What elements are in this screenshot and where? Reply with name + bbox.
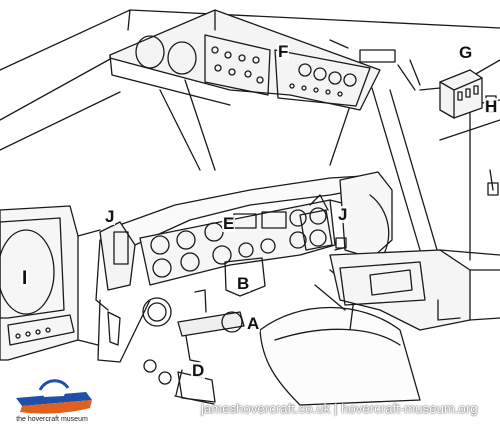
panel-unit-g: [419, 69, 483, 119]
callout-d: D: [191, 361, 206, 380]
left-pillar-panel: [95, 221, 151, 363]
callout-a: A: [246, 314, 261, 333]
overhead-panel-f: [109, 9, 421, 111]
pilot-seat: [259, 269, 421, 406]
control-lever-a: [142, 289, 245, 363]
hovercraft-logo-icon: [16, 379, 92, 414]
museum-logo-text: the hovercraft museum: [16, 416, 88, 423]
callout-g: G: [458, 43, 474, 62]
callout-f: F: [277, 42, 290, 61]
callout-h: H: [484, 97, 499, 116]
callout-b: B: [236, 274, 251, 293]
museum-logo: the hovercraft museum: [6, 374, 98, 426]
callout-j-left: J: [104, 207, 116, 226]
site-links-watermark: jameshovercraft.co.uk | hovercraft-museu…: [201, 401, 478, 416]
callout-i: I: [21, 268, 29, 289]
left-side-console: [0, 205, 101, 361]
right-side-console: [329, 249, 500, 331]
callout-j-right: J: [337, 205, 349, 224]
callout-e: E: [222, 214, 236, 233]
